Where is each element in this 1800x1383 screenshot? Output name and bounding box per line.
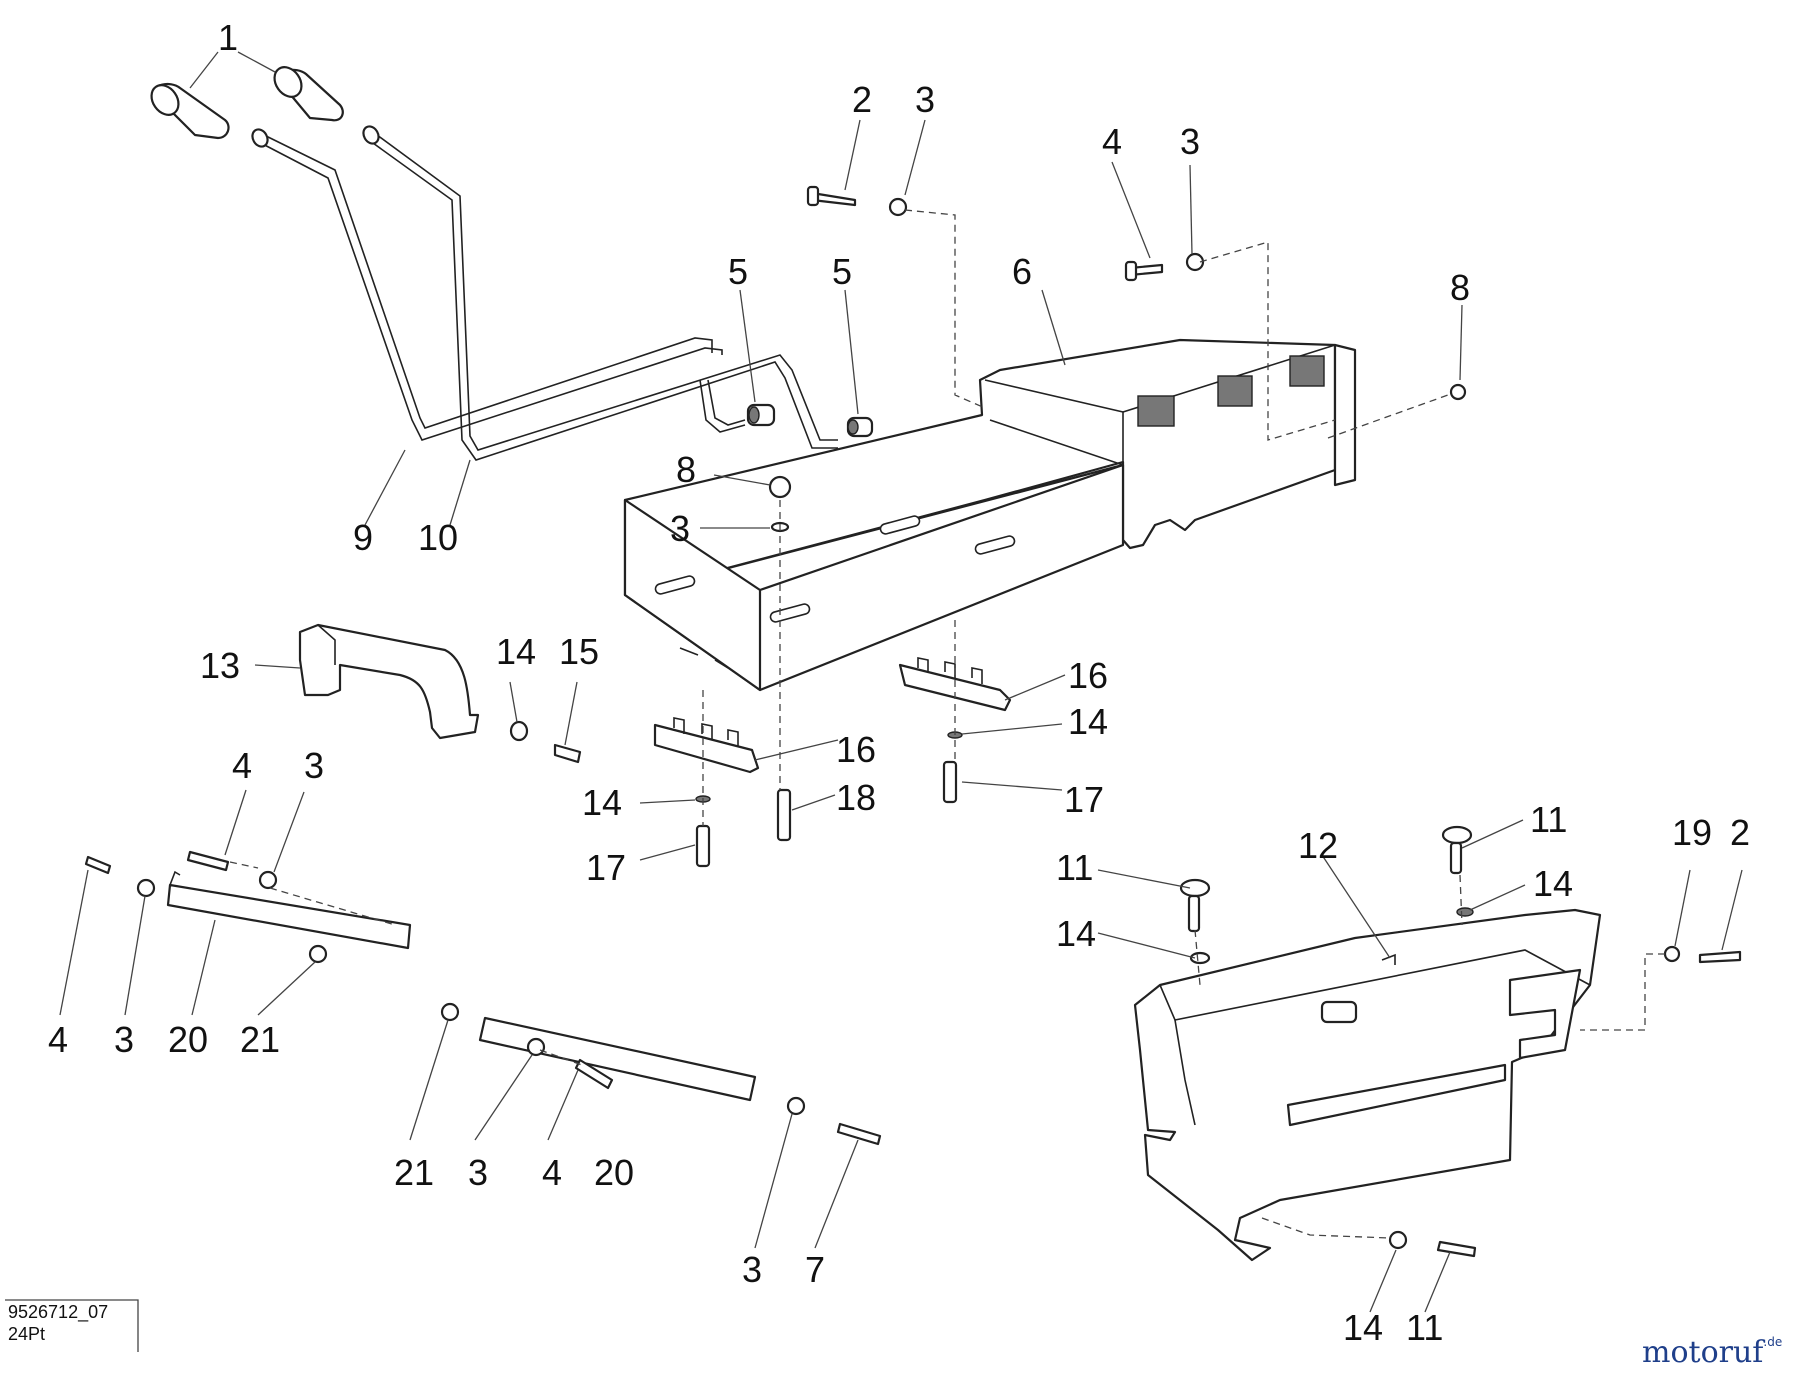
callout-15: 15: [559, 631, 599, 672]
callout-16: 16: [836, 729, 876, 770]
callout-17: 17: [586, 847, 626, 888]
bolt-2-cover: [1698, 950, 1742, 964]
callout-4: 4: [232, 745, 252, 786]
knob-right: [273, 66, 344, 122]
bolt-15: [553, 743, 582, 764]
bolt-17-left: [695, 824, 711, 868]
callout-11: 11: [1056, 847, 1093, 888]
rubber-block-16b: [653, 717, 760, 774]
callout-14: 14: [582, 782, 622, 823]
bushing-5a: [746, 403, 776, 427]
link-20-upper: [166, 870, 412, 950]
nut-21-upper: [308, 944, 328, 964]
handle-13: [298, 623, 480, 740]
watermark-suffix: .de: [1763, 1335, 1782, 1349]
washer-3-right: [1185, 252, 1205, 272]
callout-3: 3: [468, 1152, 488, 1193]
callout-14: 14: [496, 631, 536, 672]
callout-3: 3: [670, 508, 690, 549]
callout-12: 12: [1298, 825, 1338, 866]
screw-11-top: [1441, 825, 1473, 875]
callout-4: 4: [542, 1152, 562, 1193]
nut-8-right: [1449, 383, 1467, 401]
callout-1: 1: [218, 17, 238, 58]
callout-14: 14: [1533, 863, 1573, 904]
bolt-2-top: [806, 185, 857, 207]
callout-3: 3: [1180, 121, 1200, 162]
main-bracket: [623, 338, 1357, 692]
washer-3-top: [888, 197, 908, 217]
callout-21: 21: [240, 1019, 280, 1060]
callout-20: 20: [594, 1152, 634, 1193]
callout-8: 8: [676, 449, 696, 490]
nut-21-lower: [440, 1002, 460, 1022]
callout-3: 3: [742, 1249, 762, 1290]
callout-21: 21: [394, 1152, 434, 1193]
callout-3: 3: [915, 79, 935, 120]
callout-14: 14: [1056, 913, 1096, 954]
washer-19: [1663, 945, 1681, 963]
link-20-lower: [478, 1016, 757, 1102]
callout-9: 9: [353, 517, 373, 558]
drawing-code-box: 9526712_07 24Pt: [5, 1299, 139, 1352]
drawing-font-size: 24Pt: [8, 1324, 45, 1344]
callout-13: 13: [200, 645, 240, 686]
washer-3-link-left: [136, 878, 156, 898]
watermark-main: motoruf: [1642, 1335, 1765, 1370]
washer-14-cover-bottom: [1388, 1230, 1408, 1250]
callout-10: 10: [418, 517, 458, 558]
callout-6: 6: [1012, 251, 1032, 292]
rubber-block-16a: [898, 657, 1012, 712]
callout-3: 3: [114, 1019, 134, 1060]
washer-3-link-upper: [258, 870, 278, 890]
callout-14: 14: [1343, 1307, 1383, 1348]
callout-19: 19: [1672, 812, 1712, 853]
callout-11: 11: [1530, 799, 1567, 840]
callout-11: 11: [1406, 1307, 1443, 1348]
bushing-5b: [846, 416, 874, 438]
washer-3-link-bottom: [786, 1096, 806, 1116]
bolt-4-link-upper-b: [186, 850, 230, 872]
callout-3: 3: [304, 745, 324, 786]
washer-14-cover-left: [1189, 951, 1211, 965]
callout-5: 5: [728, 251, 748, 292]
callout-14: 14: [1068, 701, 1108, 742]
bolt-18: [776, 788, 792, 842]
callout-16: 16: [1068, 655, 1108, 696]
bolt-4-link-upper: [84, 855, 112, 875]
drawing-number: 9526712_07: [8, 1302, 108, 1323]
callout-17: 17: [1064, 779, 1104, 820]
nut-8-center: [768, 475, 792, 499]
bolt-7: [836, 1122, 882, 1146]
callout-4: 4: [1102, 121, 1122, 162]
callout-5: 5: [832, 251, 852, 292]
callout-20: 20: [168, 1019, 208, 1060]
callout-7: 7: [805, 1249, 825, 1290]
screw-11-left: [1179, 878, 1211, 933]
watermark-logo: motoruf.de: [1642, 1335, 1782, 1370]
cover-12: [1133, 908, 1602, 1262]
washer-14-handle: [509, 720, 529, 742]
bolt-4-link-lower: [574, 1058, 614, 1090]
callout-2: 2: [1730, 812, 1750, 853]
callout-18: 18: [836, 777, 876, 818]
screw-11-bottom: [1436, 1240, 1477, 1258]
leader-lines: [59, 51, 1743, 1313]
lever-9: [251, 128, 746, 441]
callout-labels: 1 2 3 4 3 5 5 6 8 8 3 9 10 13 14 15 16 1…: [48, 17, 1750, 1348]
bolt-4-top: [1124, 260, 1164, 282]
lever-10: [362, 125, 838, 461]
washer-3-link-lower: [526, 1037, 546, 1057]
callout-8: 8: [1450, 267, 1470, 308]
knob-left: [150, 82, 230, 140]
bolt-17-right: [942, 760, 958, 804]
svg-text:motoruf.de: motoruf.de: [1642, 1335, 1782, 1370]
callout-4: 4: [48, 1019, 68, 1060]
callout-2: 2: [852, 79, 872, 120]
